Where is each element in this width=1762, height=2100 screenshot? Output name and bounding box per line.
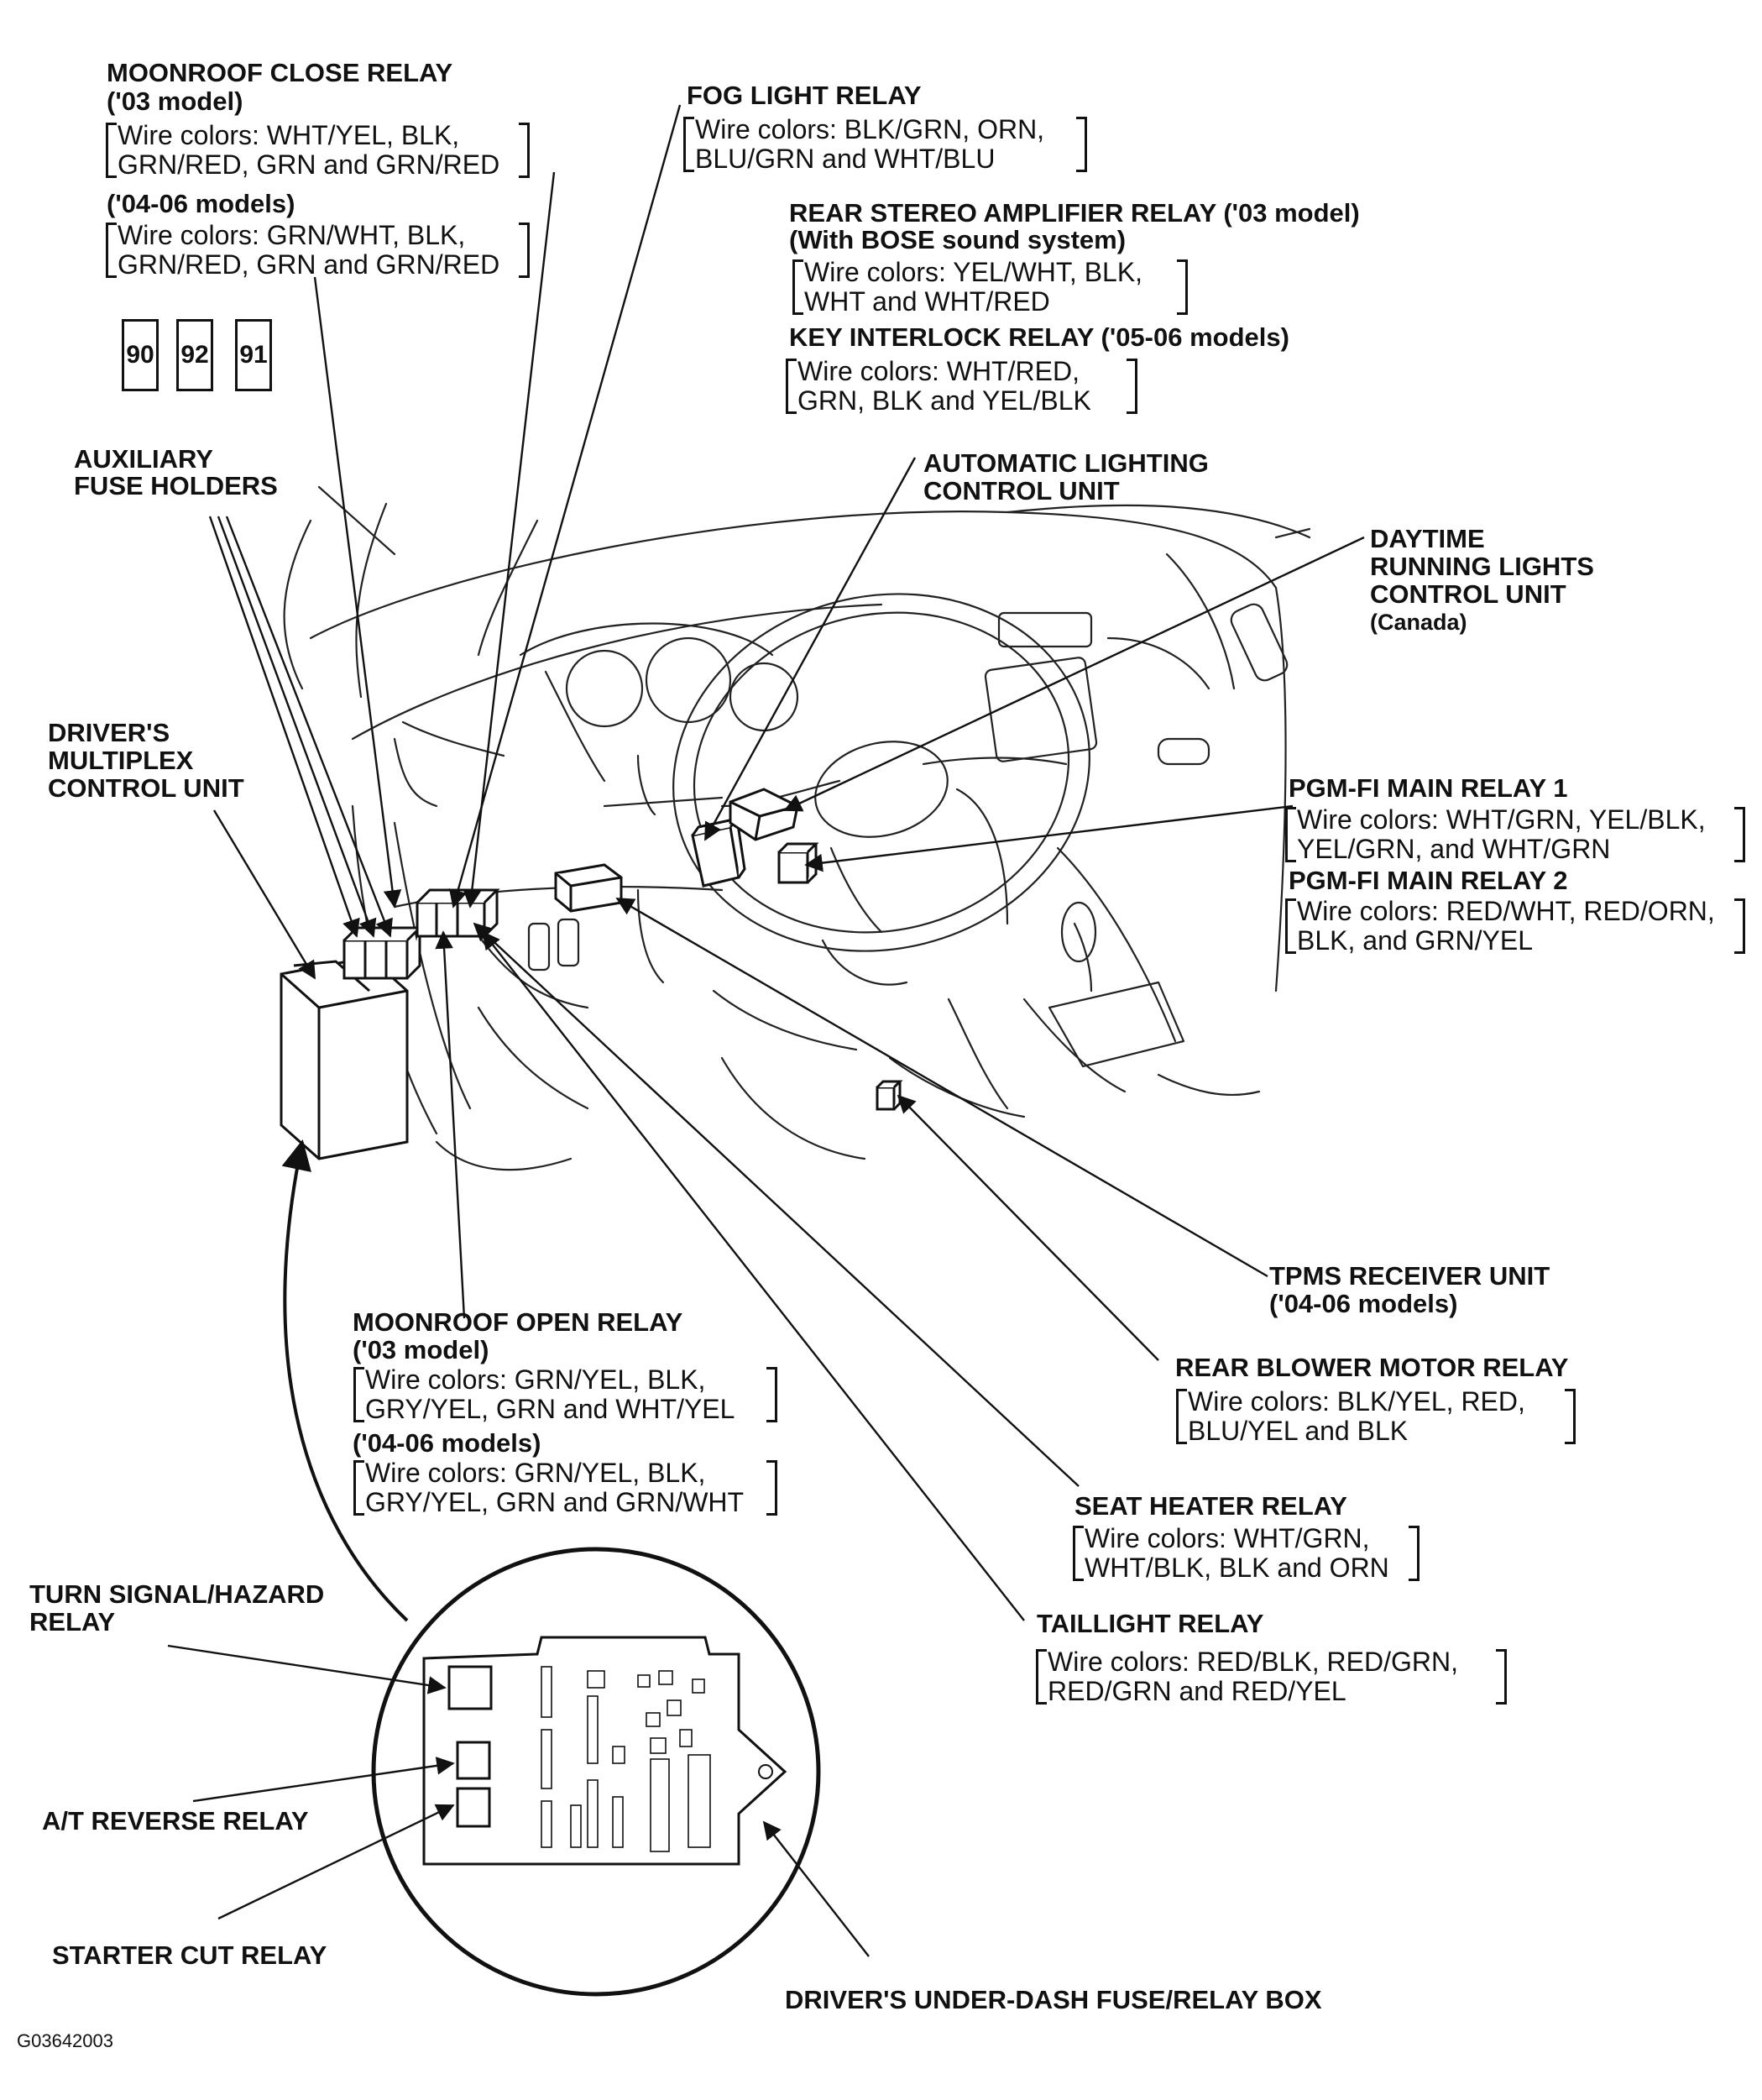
starter-cut-relay-slot bbox=[456, 1787, 491, 1828]
seat-heater-relay-title: SEAT HEATER RELAY bbox=[1074, 1491, 1347, 1521]
pgm-fi-relay-1-wires: Wire colors: WHT/GRN, YEL/BLK, YEL/GRN, … bbox=[1285, 804, 1745, 865]
drivers-multiplex-line2: MULTIPLEX bbox=[48, 746, 194, 775]
moonroof-close-wire-04-line1: Wire colors: GRN/WHT, BLK, bbox=[118, 220, 466, 250]
rear-blower-wire-line1: Wire colors: BLK/YEL, RED, bbox=[1188, 1386, 1525, 1417]
moonroof-close-wire-03-line1: Wire colors: WHT/YEL, BLK, bbox=[118, 120, 460, 150]
fuse-box-inset bbox=[371, 1547, 821, 1997]
pgm-fi-relay-1-title: PGM-FI MAIN RELAY 1 bbox=[1289, 773, 1568, 803]
daytime-running-line2: RUNNING LIGHTS bbox=[1370, 552, 1594, 581]
moonroof-close-wire-04-line2: GRN/RED, GRN and GRN/RED bbox=[118, 249, 500, 280]
tpms-receiver-line1: TPMS RECEIVER UNIT bbox=[1269, 1261, 1550, 1291]
automatic-lighting-line1: AUTOMATIC LIGHTING bbox=[923, 448, 1209, 478]
moonroof-open-relay-model-03: ('03 model) bbox=[353, 1335, 489, 1364]
daytime-running-line1: DAYTIME bbox=[1370, 524, 1485, 553]
rear-blower-relay-title: REAR BLOWER MOTOR RELAY bbox=[1175, 1353, 1569, 1382]
drivers-multiplex-line1: DRIVER'S bbox=[48, 718, 170, 747]
fog-light-relay-title: FOG LIGHT RELAY bbox=[687, 81, 922, 110]
drivers-multiplex-line3: CONTROL UNIT bbox=[48, 773, 244, 803]
key-interlock-wire-line1: Wire colors: WHT/RED, bbox=[797, 356, 1080, 386]
dashboard-outline bbox=[283, 485, 1311, 1171]
taillight-relay-wires: Wire colors: RED/BLK, RED/GRN, RED/GRN a… bbox=[1036, 1647, 1507, 1707]
seat-heater-wire-line1: Wire colors: WHT/GRN, bbox=[1085, 1523, 1370, 1553]
leader-lines bbox=[167, 104, 1365, 1957]
starter-cut-relay-label: STARTER CUT RELAY bbox=[52, 1940, 327, 1970]
key-interlock-relay-title: KEY INTERLOCK RELAY ('05-06 models) bbox=[789, 322, 1289, 352]
fuse-number-91: 91 bbox=[235, 319, 272, 391]
key-interlock-relay-wires: Wire colors: WHT/RED, GRN, BLK and YEL/B… bbox=[786, 356, 1137, 416]
daytime-running-line4: (Canada) bbox=[1370, 610, 1467, 635]
pgm-fi-relay-box bbox=[777, 842, 819, 884]
turn-signal-relay-line1: TURN SIGNAL/HAZARD bbox=[29, 1579, 325, 1609]
turn-signal-relay-slot bbox=[447, 1665, 493, 1710]
tpms-receiver-line2: ('04-06 models) bbox=[1269, 1289, 1458, 1318]
fog-light-wire-line1: Wire colors: BLK/GRN, ORN, bbox=[695, 114, 1045, 144]
moonroof-close-relay-model-04-06: ('04-06 models) bbox=[107, 189, 295, 218]
pgm-fi-2-wire-line1: Wire colors: RED/WHT, RED/ORN, bbox=[1297, 896, 1715, 926]
pgm-fi-relay-2-wires: Wire colors: RED/WHT, RED/ORN, BLK, and … bbox=[1285, 896, 1745, 956]
moonroof-close-relay-wires-03: Wire colors: WHT/YEL, BLK, GRN/RED, GRN … bbox=[106, 120, 530, 181]
automatic-lighting-line2: CONTROL UNIT bbox=[923, 476, 1120, 505]
auxiliary-fuse-holders-line1: AUXILIARY bbox=[74, 444, 213, 474]
auxiliary-fuse-holders-line2: FUSE HOLDERS bbox=[74, 471, 278, 500]
moonroof-open-relay-title: MOONROOF OPEN RELAY bbox=[353, 1307, 683, 1337]
at-reverse-relay-label: A/T REVERSE RELAY bbox=[42, 1806, 309, 1836]
rear-blower-wire-line2: BLU/YEL and BLK bbox=[1188, 1416, 1409, 1447]
auxiliary-fuse-holders-block bbox=[342, 926, 423, 980]
pgm-fi-1-wire-line2: YEL/GRN, and WHT/GRN bbox=[1297, 834, 1611, 865]
components bbox=[280, 788, 903, 1160]
moonroof-close-wire-03-line2: GRN/RED, GRN and GRN/RED bbox=[118, 149, 500, 181]
tpms-box bbox=[876, 1080, 903, 1111]
turn-signal-relay-line2: RELAY bbox=[29, 1607, 116, 1637]
taillight-wire-line1: Wire colors: RED/BLK, RED/GRN, bbox=[1048, 1647, 1458, 1677]
rear-stereo-relay-subtitle: (With BOSE sound system) bbox=[789, 225, 1127, 254]
fuse-number-92: 92 bbox=[176, 319, 213, 391]
taillight-wire-line2: RED/GRN and RED/YEL bbox=[1048, 1676, 1346, 1707]
moonroof-open-wire-03-line1: Wire colors: GRN/YEL, BLK, bbox=[365, 1364, 706, 1395]
curved-arrow bbox=[281, 1139, 409, 1622]
moonroof-open-wire-03-line2: GRY/YEL, GRN and WHT/YEL bbox=[365, 1394, 735, 1425]
figure-code: G03642003 bbox=[17, 2030, 113, 2051]
moonroof-open-relay-wires-04-06: Wire colors: GRN/YEL, BLK, GRY/YEL, GRN … bbox=[353, 1458, 777, 1518]
fuse-number-90: 90 bbox=[122, 319, 159, 391]
daytime-running-line3: CONTROL UNIT bbox=[1370, 579, 1566, 609]
moonroof-close-relay-wires-04-06: Wire colors: GRN/WHT, BLK, GRN/RED, GRN … bbox=[106, 220, 530, 280]
pgm-fi-relay-2-title: PGM-FI MAIN RELAY 2 bbox=[1289, 866, 1568, 895]
moonroof-close-relay-model-03: ('03 model) bbox=[107, 86, 243, 116]
at-reverse-relay-slot bbox=[456, 1741, 491, 1780]
moonroof-open-wire-04-line1: Wire colors: GRN/YEL, BLK, bbox=[365, 1458, 706, 1488]
rear-stereo-wire-line2: WHT and WHT/RED bbox=[804, 286, 1050, 317]
moonroof-open-relay-wires-03: Wire colors: GRN/YEL, BLK, GRY/YEL, GRN … bbox=[353, 1364, 777, 1425]
pgm-fi-1-wire-line1: Wire colors: WHT/GRN, YEL/BLK, bbox=[1297, 804, 1706, 835]
rear-stereo-relay-wires: Wire colors: YEL/WHT, BLK, WHT and WHT/R… bbox=[792, 257, 1188, 317]
seat-heater-wire-line2: WHT/BLK, BLK and ORN bbox=[1085, 1553, 1389, 1584]
moonroof-close-relay-title: MOONROOF CLOSE RELAY bbox=[107, 58, 453, 87]
rear-blower-relay-wires: Wire colors: BLK/YEL, RED, BLU/YEL and B… bbox=[1176, 1386, 1576, 1447]
automatic-lighting-unit-box bbox=[691, 816, 746, 888]
under-dash-box-label: DRIVER'S UNDER-DASH FUSE/RELAY BOX bbox=[785, 1985, 1322, 2014]
seat-heater-relay-wires: Wire colors: WHT/GRN, WHT/BLK, BLK and O… bbox=[1073, 1523, 1420, 1584]
rear-stereo-wire-line1: Wire colors: YEL/WHT, BLK, bbox=[804, 257, 1143, 287]
pgm-fi-2-wire-line2: BLK, and GRN/YEL bbox=[1297, 925, 1534, 956]
rear-stereo-relay-title: REAR STEREO AMPLIFIER RELAY ('03 model) bbox=[789, 198, 1360, 228]
fog-light-wire-line2: BLU/GRN and WHT/BLU bbox=[695, 144, 996, 175]
moonroof-open-relay-model-04-06: ('04-06 models) bbox=[353, 1428, 541, 1458]
seat-heater-relay-box bbox=[554, 863, 623, 913]
daytime-running-box bbox=[729, 788, 799, 841]
moonroof-open-wire-04-line2: GRY/YEL, GRN and GRN/WHT bbox=[365, 1487, 745, 1518]
key-interlock-wire-line2: GRN, BLK and YEL/BLK bbox=[797, 385, 1091, 416]
fog-light-relay-wires: Wire colors: BLK/GRN, ORN, BLU/GRN and W… bbox=[683, 114, 1087, 175]
taillight-relay-title: TAILLIGHT RELAY bbox=[1037, 1609, 1264, 1638]
